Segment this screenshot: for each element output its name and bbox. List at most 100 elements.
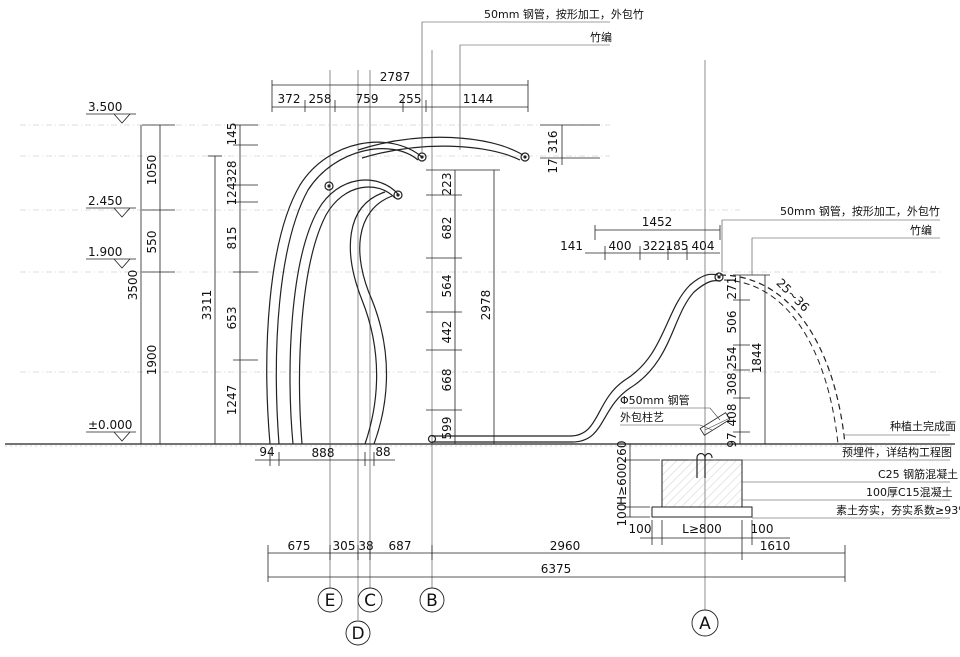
svg-text:97: 97 <box>725 432 739 447</box>
svg-text:145: 145 <box>225 123 239 146</box>
svg-text:100: 100 <box>615 504 629 527</box>
foundation <box>651 452 753 518</box>
axis-bubble-e: E <box>317 587 343 613</box>
svg-text:50mm 钢管，按形加工，外包竹: 50mm 钢管，按形加工，外包竹 <box>484 7 644 21</box>
svg-text:1.900: 1.900 <box>88 245 122 259</box>
svg-text:1610: 1610 <box>760 539 791 553</box>
svg-text:258: 258 <box>309 92 332 106</box>
svg-text:3.500: 3.500 <box>88 100 122 114</box>
svg-text:2787: 2787 <box>380 70 411 84</box>
svg-text:3311: 3311 <box>200 290 214 321</box>
svg-text:316: 316 <box>546 131 560 154</box>
svg-text:C25 钢筋混凝土: C25 钢筋混凝土 <box>878 467 958 481</box>
svg-text:2.450: 2.450 <box>88 194 122 208</box>
svg-text:442: 442 <box>440 321 454 344</box>
svg-text:2978: 2978 <box>479 290 493 321</box>
svg-text:100: 100 <box>629 522 652 536</box>
svg-text:A: A <box>699 614 711 634</box>
svg-text:±0.000: ±0.000 <box>88 418 132 432</box>
svg-text:1050: 1050 <box>145 155 159 186</box>
svg-text:408: 408 <box>725 404 739 427</box>
axis-bubble-c: C <box>357 587 383 613</box>
svg-text:254: 254 <box>725 347 739 370</box>
svg-text:1247: 1247 <box>225 385 239 416</box>
middle-dimension-chain: 223 682 564 442 668 599 2978 <box>426 169 500 444</box>
svg-text:372: 372 <box>278 92 301 106</box>
left-dimension-chain: 1050 550 1900 3500 3311 145 328 124 815 … <box>126 123 258 445</box>
svg-text:外包柱艺: 外包柱艺 <box>620 410 664 424</box>
right-dimension-chain: 1452 141 400 322 185 404 271 506 254 308… <box>560 215 812 448</box>
svg-text:271: 271 <box>725 277 739 300</box>
svg-text:38: 38 <box>358 539 373 553</box>
svg-text:1452: 1452 <box>642 215 673 229</box>
top-dimension-chain: 2787 372 258 759 255 1144 316 17 <box>271 70 600 174</box>
svg-text:404: 404 <box>692 239 715 253</box>
svg-text:B: B <box>426 591 438 611</box>
svg-text:3500: 3500 <box>126 270 140 301</box>
svg-text:888: 888 <box>312 446 335 460</box>
svg-text:124: 124 <box>225 183 239 206</box>
svg-text:255: 255 <box>399 92 422 106</box>
svg-text:100: 100 <box>751 522 774 536</box>
annotations: 50mm 钢管，按形加工，外包竹 竹编 50mm 钢管，按形加工，外包竹 竹编 … <box>421 7 960 519</box>
level-3500: 3.500 <box>86 100 136 124</box>
svg-text:668: 668 <box>440 369 454 392</box>
svg-text:815: 815 <box>225 227 239 250</box>
bottom-dimension-chain: 675 305 38 687 2960 1610 6375 <box>267 539 846 582</box>
svg-text:550: 550 <box>145 231 159 254</box>
svg-text:50mm 钢管，按形加工，外包竹: 50mm 钢管，按形加工，外包竹 <box>780 204 940 218</box>
axis-bubble-a: A <box>691 609 719 637</box>
svg-text:88: 88 <box>375 445 390 459</box>
svg-text:1900: 1900 <box>145 345 159 376</box>
svg-text:L≥800: L≥800 <box>682 522 722 536</box>
foundation-dimensions: 260 H≥600 100 100 L≥800 100 <box>615 441 790 545</box>
level-markers: 3.500 2.450 1.900 ±0.000 <box>86 100 136 442</box>
right-wave-sculpture <box>427 272 846 445</box>
level-2450: 2.450 <box>86 194 136 218</box>
svg-text:100厚C15混凝土: 100厚C15混凝土 <box>866 485 953 499</box>
svg-text:260: 260 <box>615 441 629 464</box>
svg-text:94: 94 <box>259 445 274 459</box>
svg-text:E: E <box>325 591 336 611</box>
level-0000: ±0.000 <box>86 418 136 442</box>
svg-text:H≥600: H≥600 <box>615 463 629 505</box>
svg-text:759: 759 <box>356 92 379 106</box>
svg-text:竹编: 竹编 <box>590 30 612 44</box>
near-ground-dimensions: 94 888 88 <box>255 445 395 466</box>
svg-text:599: 599 <box>440 417 454 440</box>
axis-bubbles: E C D B A <box>317 587 719 646</box>
level-1900: 1.900 <box>86 245 136 269</box>
svg-text:564: 564 <box>440 275 454 298</box>
left-arch-sculpture <box>266 136 530 445</box>
svg-text:328: 328 <box>225 161 239 184</box>
svg-text:141: 141 <box>560 239 583 253</box>
svg-text:506: 506 <box>725 311 739 334</box>
axis-lines <box>329 50 706 620</box>
svg-text:竹编: 竹编 <box>910 223 932 237</box>
svg-text:1844: 1844 <box>750 343 764 374</box>
svg-text:1144: 1144 <box>463 92 494 106</box>
svg-text:种植土完成面: 种植土完成面 <box>890 419 956 433</box>
svg-text:素土夯实，夯实系数≥93%: 素土夯实，夯实系数≥93% <box>836 503 960 517</box>
axis-bubble-d: D <box>345 620 371 646</box>
axis-bubble-b: B <box>419 587 445 613</box>
svg-text:17: 17 <box>546 158 560 173</box>
svg-text:322: 322 <box>643 239 666 253</box>
svg-text:C: C <box>364 591 376 611</box>
svg-text:682: 682 <box>440 217 454 240</box>
reference-lines <box>20 124 940 373</box>
svg-text:400: 400 <box>609 239 632 253</box>
svg-text:预埋件，详结构工程图: 预埋件，详结构工程图 <box>842 445 952 459</box>
svg-text:653: 653 <box>225 307 239 330</box>
svg-text:2960: 2960 <box>550 539 581 553</box>
svg-text:6375: 6375 <box>541 562 572 576</box>
svg-text:308: 308 <box>725 373 739 396</box>
svg-text:223: 223 <box>440 173 454 196</box>
svg-text:305: 305 <box>333 539 356 553</box>
svg-text:675: 675 <box>288 539 311 553</box>
svg-text:D: D <box>351 624 364 644</box>
svg-text:687: 687 <box>389 539 412 553</box>
svg-text:Φ50mm 钢管: Φ50mm 钢管 <box>620 393 690 407</box>
svg-text:185: 185 <box>666 239 689 253</box>
